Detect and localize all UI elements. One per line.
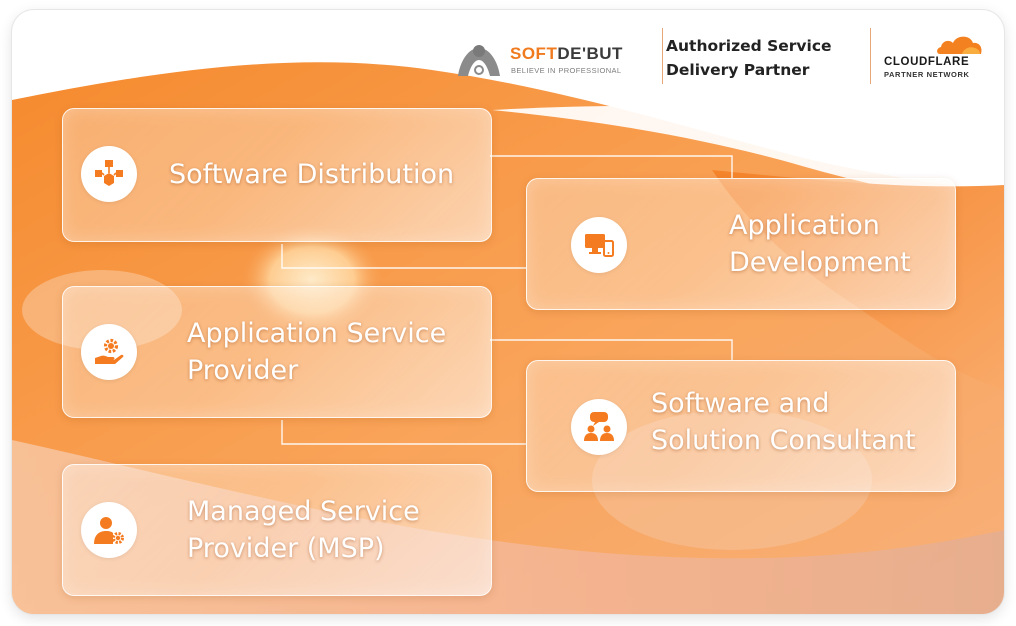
service-card-application-service-provider[interactable]: Application Service Provider xyxy=(62,286,492,418)
connector-line xyxy=(490,155,733,178)
cloudflare-cloud-icon xyxy=(937,36,982,54)
service-label-line1: Software and xyxy=(651,388,830,419)
softdebut-wordmark: SOFTDE'BUT xyxy=(510,44,623,64)
service-label: Application Development xyxy=(729,207,911,281)
partner-title-line1: Authorized Service xyxy=(666,37,832,55)
service-label: Software and Solution Consultant xyxy=(651,385,916,459)
softdebut-word-soft: SOFT xyxy=(510,44,558,63)
user-gear-icon xyxy=(94,517,124,544)
service-label: Managed Service Provider (MSP) xyxy=(187,493,420,567)
service-label-line1: Application xyxy=(729,210,880,241)
infographic-frame: SOFTDE'BUT BELIEVE IN PROFESSIONAL Autho… xyxy=(12,10,1004,614)
service-label: Application Service Provider xyxy=(187,315,446,389)
consultants-chat-icon xyxy=(584,412,614,441)
icon-circle xyxy=(571,399,627,455)
service-label-line2: Solution Consultant xyxy=(651,425,916,456)
header: SOFTDE'BUT BELIEVE IN PROFESSIONAL Autho… xyxy=(12,10,1004,110)
distribution-boxes-icon xyxy=(95,160,123,186)
icon-circle xyxy=(81,502,137,558)
service-label-line1: Managed Service xyxy=(187,496,420,527)
header-divider xyxy=(662,28,663,84)
service-card-managed-service-provider[interactable]: Managed Service Provider (MSP) xyxy=(62,464,492,596)
service-label: Software Distribution xyxy=(169,159,455,190)
service-label-line2: Development xyxy=(729,247,911,278)
service-label-line2: Provider xyxy=(187,355,299,386)
softdebut-logo: SOFTDE'BUT BELIEVE IN PROFESSIONAL xyxy=(454,40,634,80)
service-card-application-development[interactable]: Application Development xyxy=(526,178,956,310)
service-card-software-solution-consultant[interactable]: Software and Solution Consultant xyxy=(526,360,956,492)
service-label-line2: Provider (MSP) xyxy=(187,533,385,564)
icon-circle xyxy=(81,324,137,380)
icon-circle xyxy=(571,217,627,273)
softdebut-tagline: BELIEVE IN PROFESSIONAL xyxy=(511,66,622,75)
service-card-software-distribution[interactable]: Software Distribution xyxy=(62,108,492,242)
devices-monitor-phone-icon xyxy=(585,234,614,257)
cloudflare-subtitle: PARTNER NETWORK xyxy=(884,70,970,79)
cloudflare-logo: CLOUDFLARE PARTNER NETWORK xyxy=(882,32,992,88)
connector-line xyxy=(490,339,733,360)
partner-title: Authorized Service Delivery Partner xyxy=(666,34,856,82)
partner-title-line2: Delivery Partner xyxy=(666,61,810,79)
header-divider xyxy=(870,28,871,84)
connector-line xyxy=(281,420,526,445)
service-label-line1: Application Service xyxy=(187,318,447,349)
softdebut-word-debut: DE'BUT xyxy=(557,44,623,63)
hand-gear-icon xyxy=(95,338,124,364)
connector-lines xyxy=(281,155,733,445)
softdebut-logo-mark-icon xyxy=(458,45,500,76)
connector-line xyxy=(281,244,526,269)
cloudflare-wordmark: CLOUDFLARE xyxy=(884,56,970,68)
icon-circle xyxy=(81,146,137,202)
